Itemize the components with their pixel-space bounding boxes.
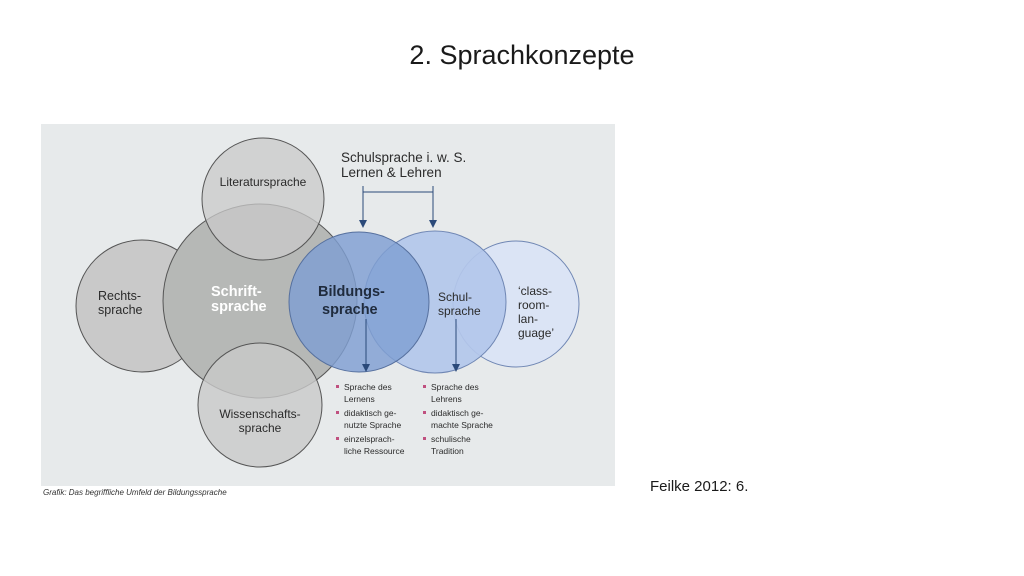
left-bullet-list: Sprache des Lernens didaktisch ge- nutzt… bbox=[336, 382, 405, 456]
left-bullet-1-line2: Lernens bbox=[344, 394, 375, 404]
classroom-language-label-line3: lan- bbox=[518, 312, 538, 326]
bullet-marker bbox=[336, 411, 339, 414]
bullet-marker bbox=[423, 437, 426, 440]
left-bullet-3-line2: liche Ressource bbox=[344, 446, 405, 456]
rechtssprache-label-line1: Rechts- bbox=[98, 289, 141, 303]
left-bullet-2-line2: nutzte Sprache bbox=[344, 420, 401, 430]
wissenschaftssprache-circle bbox=[197, 342, 323, 468]
wissenschaftssprache-label-line2: sprache bbox=[239, 421, 282, 435]
bildungssprache-label-line2: sprache bbox=[322, 302, 378, 318]
literatursprache-label: Literatursprache bbox=[220, 175, 307, 189]
schriftsprache-label-line1: Schrift- bbox=[211, 284, 262, 300]
left-bullet-2-line1: didaktisch ge- bbox=[344, 408, 397, 418]
right-bullet-1-line1: Sprache des bbox=[431, 382, 479, 392]
slide-title: 2. Sprachkonzepte bbox=[409, 40, 635, 70]
sprachkonzepte-diagram: Schulsprache i. w. S. Lernen & Lehren Li… bbox=[75, 137, 580, 468]
wissenschaftssprache-label-line1: Wissenschafts- bbox=[219, 407, 300, 421]
left-bullet-1-line1: Sprache des bbox=[344, 382, 392, 392]
bildungssprache-circle bbox=[288, 231, 430, 373]
bullet-marker bbox=[423, 385, 426, 388]
right-bullet-2-line1: didaktisch ge- bbox=[431, 408, 484, 418]
right-bullet-1-line2: Lehrens bbox=[431, 394, 462, 404]
top-label-line1: Schulsprache i. w. S. bbox=[341, 150, 466, 165]
bracket-line bbox=[362, 186, 434, 193]
schulsprache-label-line1: Schul- bbox=[438, 290, 472, 304]
schulsprache-label-line2: sprache bbox=[438, 304, 481, 318]
left-bullet-3-line1: einzelsprach- bbox=[344, 434, 395, 444]
right-bullet-list: Sprache des Lehrens didaktisch ge- macht… bbox=[423, 382, 493, 456]
rechtssprache-label-line2: sprache bbox=[98, 303, 143, 317]
right-bullet-3-line2: Tradition bbox=[431, 446, 464, 456]
diagram-caption: Grafik: Das begriffliche Umfeld der Bild… bbox=[43, 488, 227, 497]
classroom-language-label-line1: ‘class- bbox=[518, 284, 552, 298]
bildungssprache-label-line1: Bildungs- bbox=[318, 284, 385, 300]
right-bullet-2-line2: machte Sprache bbox=[431, 420, 493, 430]
literatursprache-circle bbox=[201, 137, 325, 261]
bullet-marker bbox=[336, 385, 339, 388]
bullet-marker bbox=[423, 411, 426, 414]
citation: Feilke 2012: 6. bbox=[650, 478, 749, 495]
top-label-line2: Lernen & Lehren bbox=[341, 165, 442, 180]
schriftsprache-label-line2: sprache bbox=[211, 299, 267, 315]
bullet-marker bbox=[336, 437, 339, 440]
classroom-language-label-line4: guage’ bbox=[518, 326, 554, 340]
classroom-language-label-line2: room- bbox=[518, 298, 549, 312]
right-bullet-3-line1: schulische bbox=[431, 434, 471, 444]
